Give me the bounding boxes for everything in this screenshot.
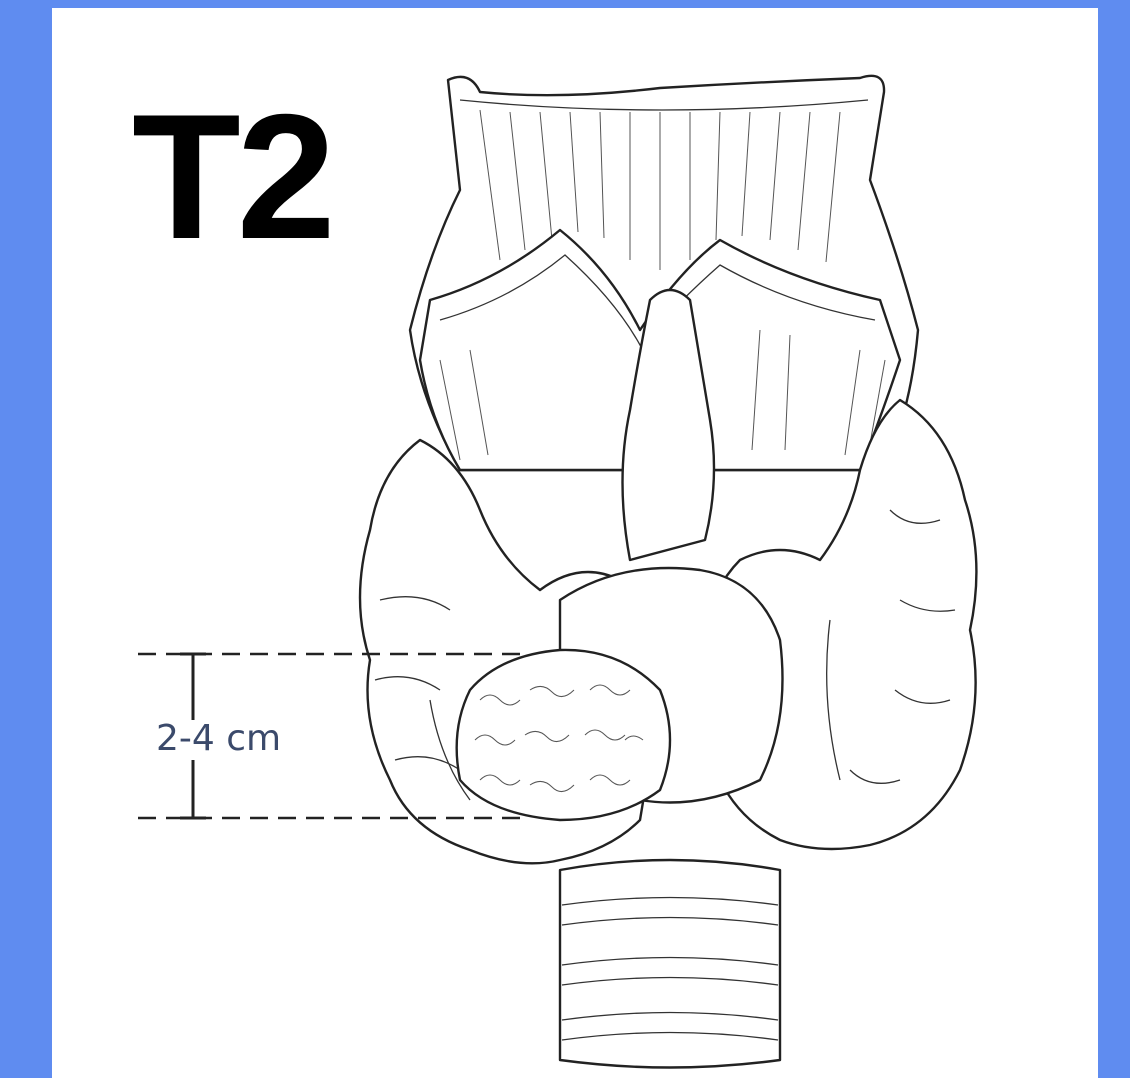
trachea bbox=[560, 860, 780, 1068]
measurement-label: 2-4 cm bbox=[156, 718, 281, 759]
stage-label: T2 bbox=[132, 88, 332, 266]
tumor-nodule bbox=[457, 650, 670, 820]
